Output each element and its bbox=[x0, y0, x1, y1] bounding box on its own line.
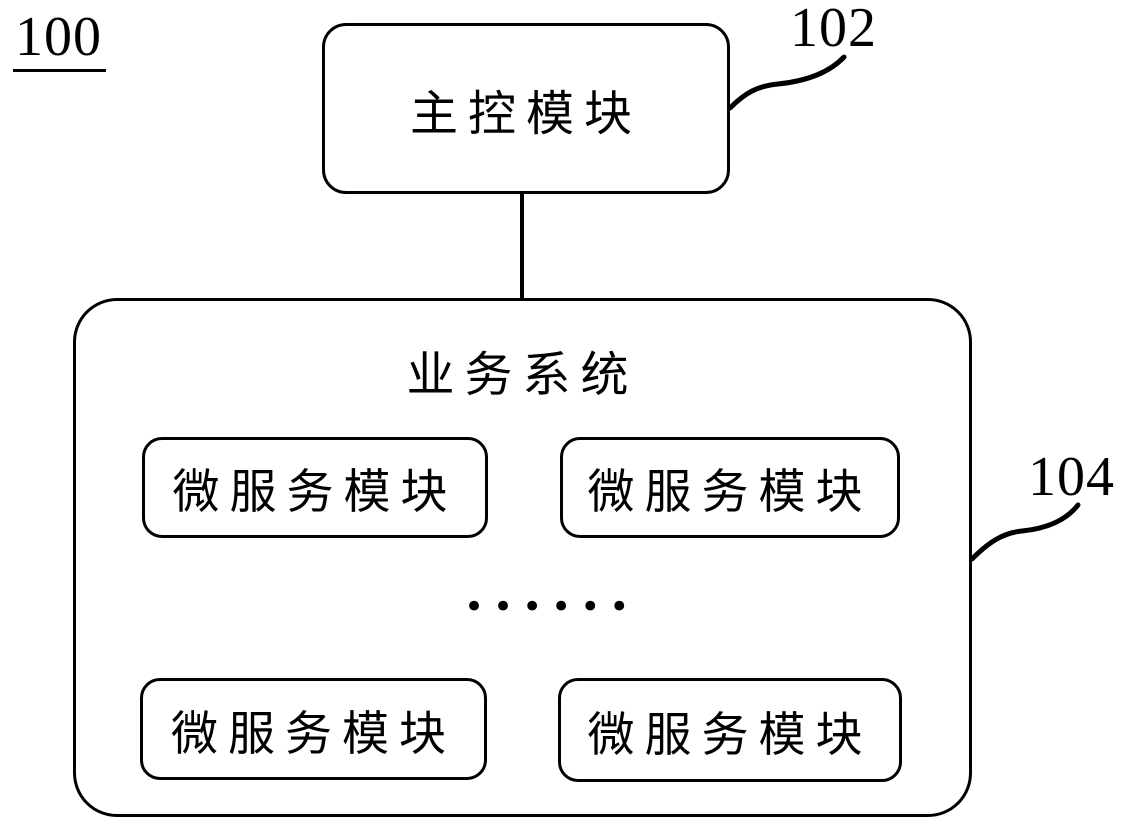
ellipsis-dots: •••••• bbox=[464, 587, 639, 627]
connector-line bbox=[520, 192, 524, 300]
business-system-box: 业务系统 微服务模块 微服务模块 •••••• 微服务模块 微服务模块 bbox=[73, 298, 972, 817]
microservice-module-box-bottom-right: 微服务模块 bbox=[558, 678, 902, 782]
leader-line-102-icon bbox=[727, 54, 847, 111]
microservice-module-box-bottom-left: 微服务模块 bbox=[140, 678, 487, 780]
microservice-module-label: 微服务模块 bbox=[587, 467, 873, 519]
business-system-label: 业务系统 bbox=[406, 349, 639, 402]
microservice-module-box-top-left: 微服务模块 bbox=[142, 437, 488, 538]
microservice-module-label: 微服务模块 bbox=[171, 708, 456, 761]
main-control-module-label: 主控模块 bbox=[409, 87, 642, 141]
ref-102-label: 102 bbox=[790, 0, 877, 59]
ref-104-label: 104 bbox=[1028, 446, 1115, 508]
figure-number-label: 100 bbox=[13, 9, 106, 72]
main-control-module-box: 主控模块 bbox=[322, 23, 730, 194]
leader-line-104-icon bbox=[969, 502, 1081, 562]
microservice-module-label: 微服务模块 bbox=[172, 467, 458, 519]
microservice-module-label: 微服务模块 bbox=[587, 709, 873, 762]
microservice-module-box-top-right: 微服务模块 bbox=[560, 437, 900, 538]
